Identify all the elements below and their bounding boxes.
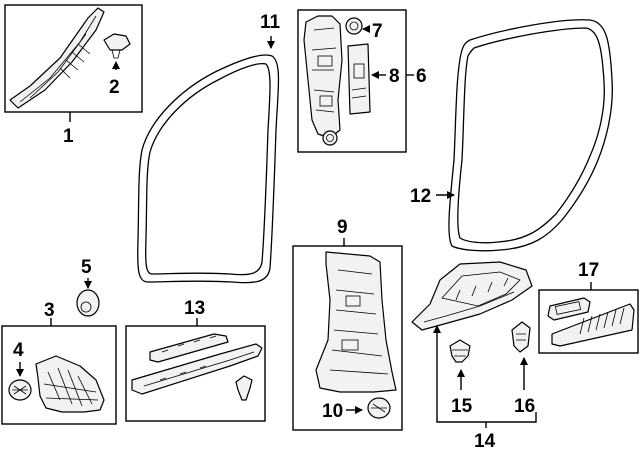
callout-12: 12 — [410, 186, 431, 207]
grommet-5 — [76, 289, 100, 317]
cowl-trim-group: 3 4 — [1, 300, 117, 425]
callout-1: 1 — [63, 126, 74, 147]
callout-4: 4 — [13, 340, 24, 361]
pillar-garnish — [9, 7, 105, 109]
rear-scuff-group: 15 16 14 — [411, 261, 537, 452]
scuff-plate-group: 13 — [125, 298, 266, 422]
rear-step-cover-group: 17 — [538, 260, 639, 354]
callout-16: 16 — [514, 396, 535, 417]
rear-door-weatherstrip — [448, 19, 613, 252]
clip-16 — [511, 321, 531, 353]
bracket-8 — [347, 43, 371, 115]
callout-6: 6 — [416, 66, 427, 87]
scuff-clip — [235, 375, 253, 401]
callout-15: 15 — [451, 396, 473, 417]
callout-17: 17 — [578, 260, 599, 281]
grommet-group: 5 — [76, 257, 100, 317]
scuff-plate — [131, 343, 263, 395]
callout-7: 7 — [372, 21, 383, 42]
front-door-weatherstrip-group: 11 — [137, 12, 281, 284]
center-pillar-lower-group: 9 10 — [292, 217, 403, 431]
clip-2 — [103, 33, 131, 51]
callout-8: 8 — [389, 66, 400, 87]
callout-13: 13 — [184, 298, 205, 319]
callout-10: 10 — [322, 401, 343, 422]
pillar-garnish-group: 2 1 — [4, 4, 143, 147]
scuff-plate-upper — [149, 333, 229, 363]
clip-15 — [449, 339, 471, 363]
rear-door-weatherstrip-group: 12 — [410, 19, 613, 252]
center-pillar-upper-group: 7 8 6 — [297, 9, 427, 153]
callout-3: 3 — [44, 300, 55, 321]
rear-door-weatherstrip-inner — [457, 27, 605, 244]
callout-5: 5 — [81, 257, 92, 278]
front-door-weatherstrip-inner — [145, 62, 271, 276]
nut-7 — [345, 17, 363, 35]
front-door-weatherstrip — [137, 54, 280, 284]
callout-2: 2 — [109, 77, 120, 98]
step-cover — [551, 303, 635, 347]
center-pillar-lower — [315, 251, 397, 393]
callout-14: 14 — [474, 431, 496, 452]
callout-11: 11 — [260, 12, 281, 33]
callout-9: 9 — [337, 217, 348, 238]
center-pillar-upper — [303, 15, 343, 139]
